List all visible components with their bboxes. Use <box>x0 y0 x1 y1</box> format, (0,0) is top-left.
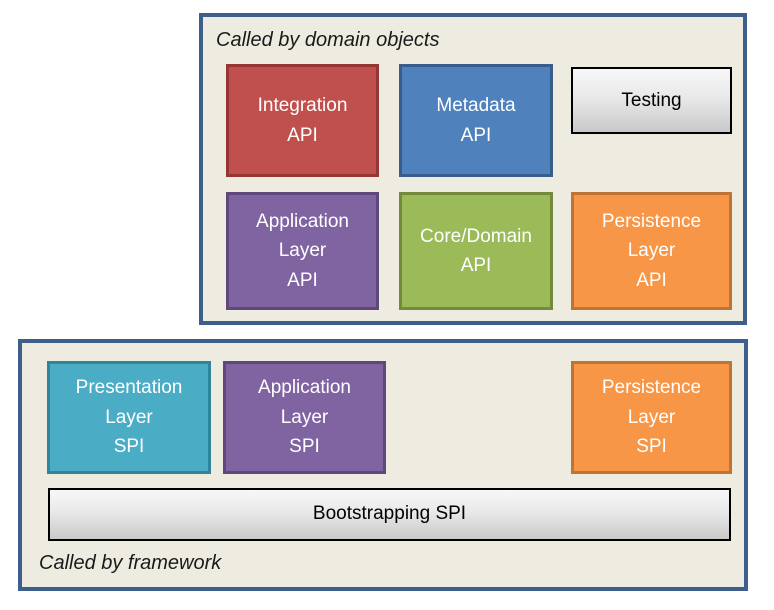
box-testing: Testing <box>571 67 732 134</box>
box-persistence-layer-api: Persistence Layer API <box>571 192 732 310</box>
box-metadata-api: Metadata API <box>399 64 553 177</box>
box-bootstrapping-spi: Bootstrapping SPI <box>48 488 731 541</box>
spi-group-label: Called by framework <box>39 552 222 574</box>
box-application-layer-spi: Application Layer SPI <box>223 361 386 474</box>
spi-group: Presentation Layer SPI Application Layer… <box>18 339 748 591</box>
box-application-layer-api: Application Layer API <box>226 192 379 310</box>
box-persistence-layer-spi: Persistence Layer SPI <box>571 361 732 474</box>
api-group: Called by domain objects Integration API… <box>199 13 747 325</box>
box-core-domain-api: Core/Domain API <box>399 192 553 310</box>
box-presentation-layer-spi: Presentation Layer SPI <box>47 361 211 474</box>
box-integration-api: Integration API <box>226 64 379 177</box>
api-group-label: Called by domain objects <box>216 29 440 51</box>
